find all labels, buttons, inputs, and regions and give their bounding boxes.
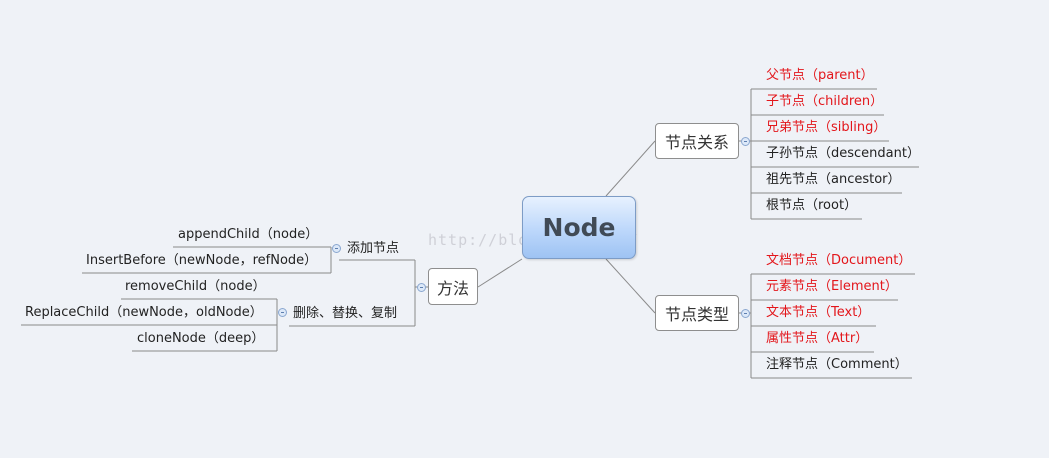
method-replacechild[interactable]: ReplaceChild（newNode，oldNode） xyxy=(25,305,263,320)
collapse-add-nodes-icon[interactable] xyxy=(332,244,341,253)
types-item-element[interactable]: 元素节点（Element） xyxy=(766,279,898,294)
collapse-delete-replace-copy-icon[interactable] xyxy=(278,308,287,317)
relations-node[interactable]: 节点关系 xyxy=(655,123,739,159)
relations-item-descendant[interactable]: 子孙节点（descendant） xyxy=(766,146,920,161)
collapse-relations-icon[interactable] xyxy=(741,137,750,146)
add-nodes-label[interactable]: 添加节点 xyxy=(347,241,400,256)
collapse-methods-icon[interactable] xyxy=(417,283,426,292)
types-item-document[interactable]: 文档节点（Document） xyxy=(766,253,912,268)
collapse-types-icon[interactable] xyxy=(741,309,750,318)
types-item-text[interactable]: 文本节点（Text） xyxy=(766,305,871,320)
method-appendchild[interactable]: appendChild（node） xyxy=(178,227,319,242)
methods-node[interactable]: 方法 xyxy=(428,268,478,305)
relations-item-children[interactable]: 子节点（children） xyxy=(766,94,884,109)
method-insertbefore[interactable]: InsertBefore（newNode，refNode） xyxy=(86,253,318,268)
types-node[interactable]: 节点类型 xyxy=(655,295,739,331)
types-item-attr[interactable]: 属性节点（Attr） xyxy=(766,331,869,346)
method-clonenode[interactable]: cloneNode（deep） xyxy=(137,331,265,346)
method-removechild[interactable]: removeChild（node） xyxy=(125,279,266,294)
relations-item-root[interactable]: 根节点（root） xyxy=(766,198,858,213)
root-node[interactable]: Node xyxy=(522,196,636,259)
delete-replace-copy-label[interactable]: 删除、替换、复制 xyxy=(293,306,398,321)
relations-item-sibling[interactable]: 兄弟节点（sibling） xyxy=(766,120,887,135)
relations-item-ancestor[interactable]: 祖先节点（ancestor） xyxy=(766,172,901,187)
relations-item-parent[interactable]: 父节点（parent） xyxy=(766,68,874,83)
types-item-comment[interactable]: 注释节点（Comment） xyxy=(766,357,908,372)
